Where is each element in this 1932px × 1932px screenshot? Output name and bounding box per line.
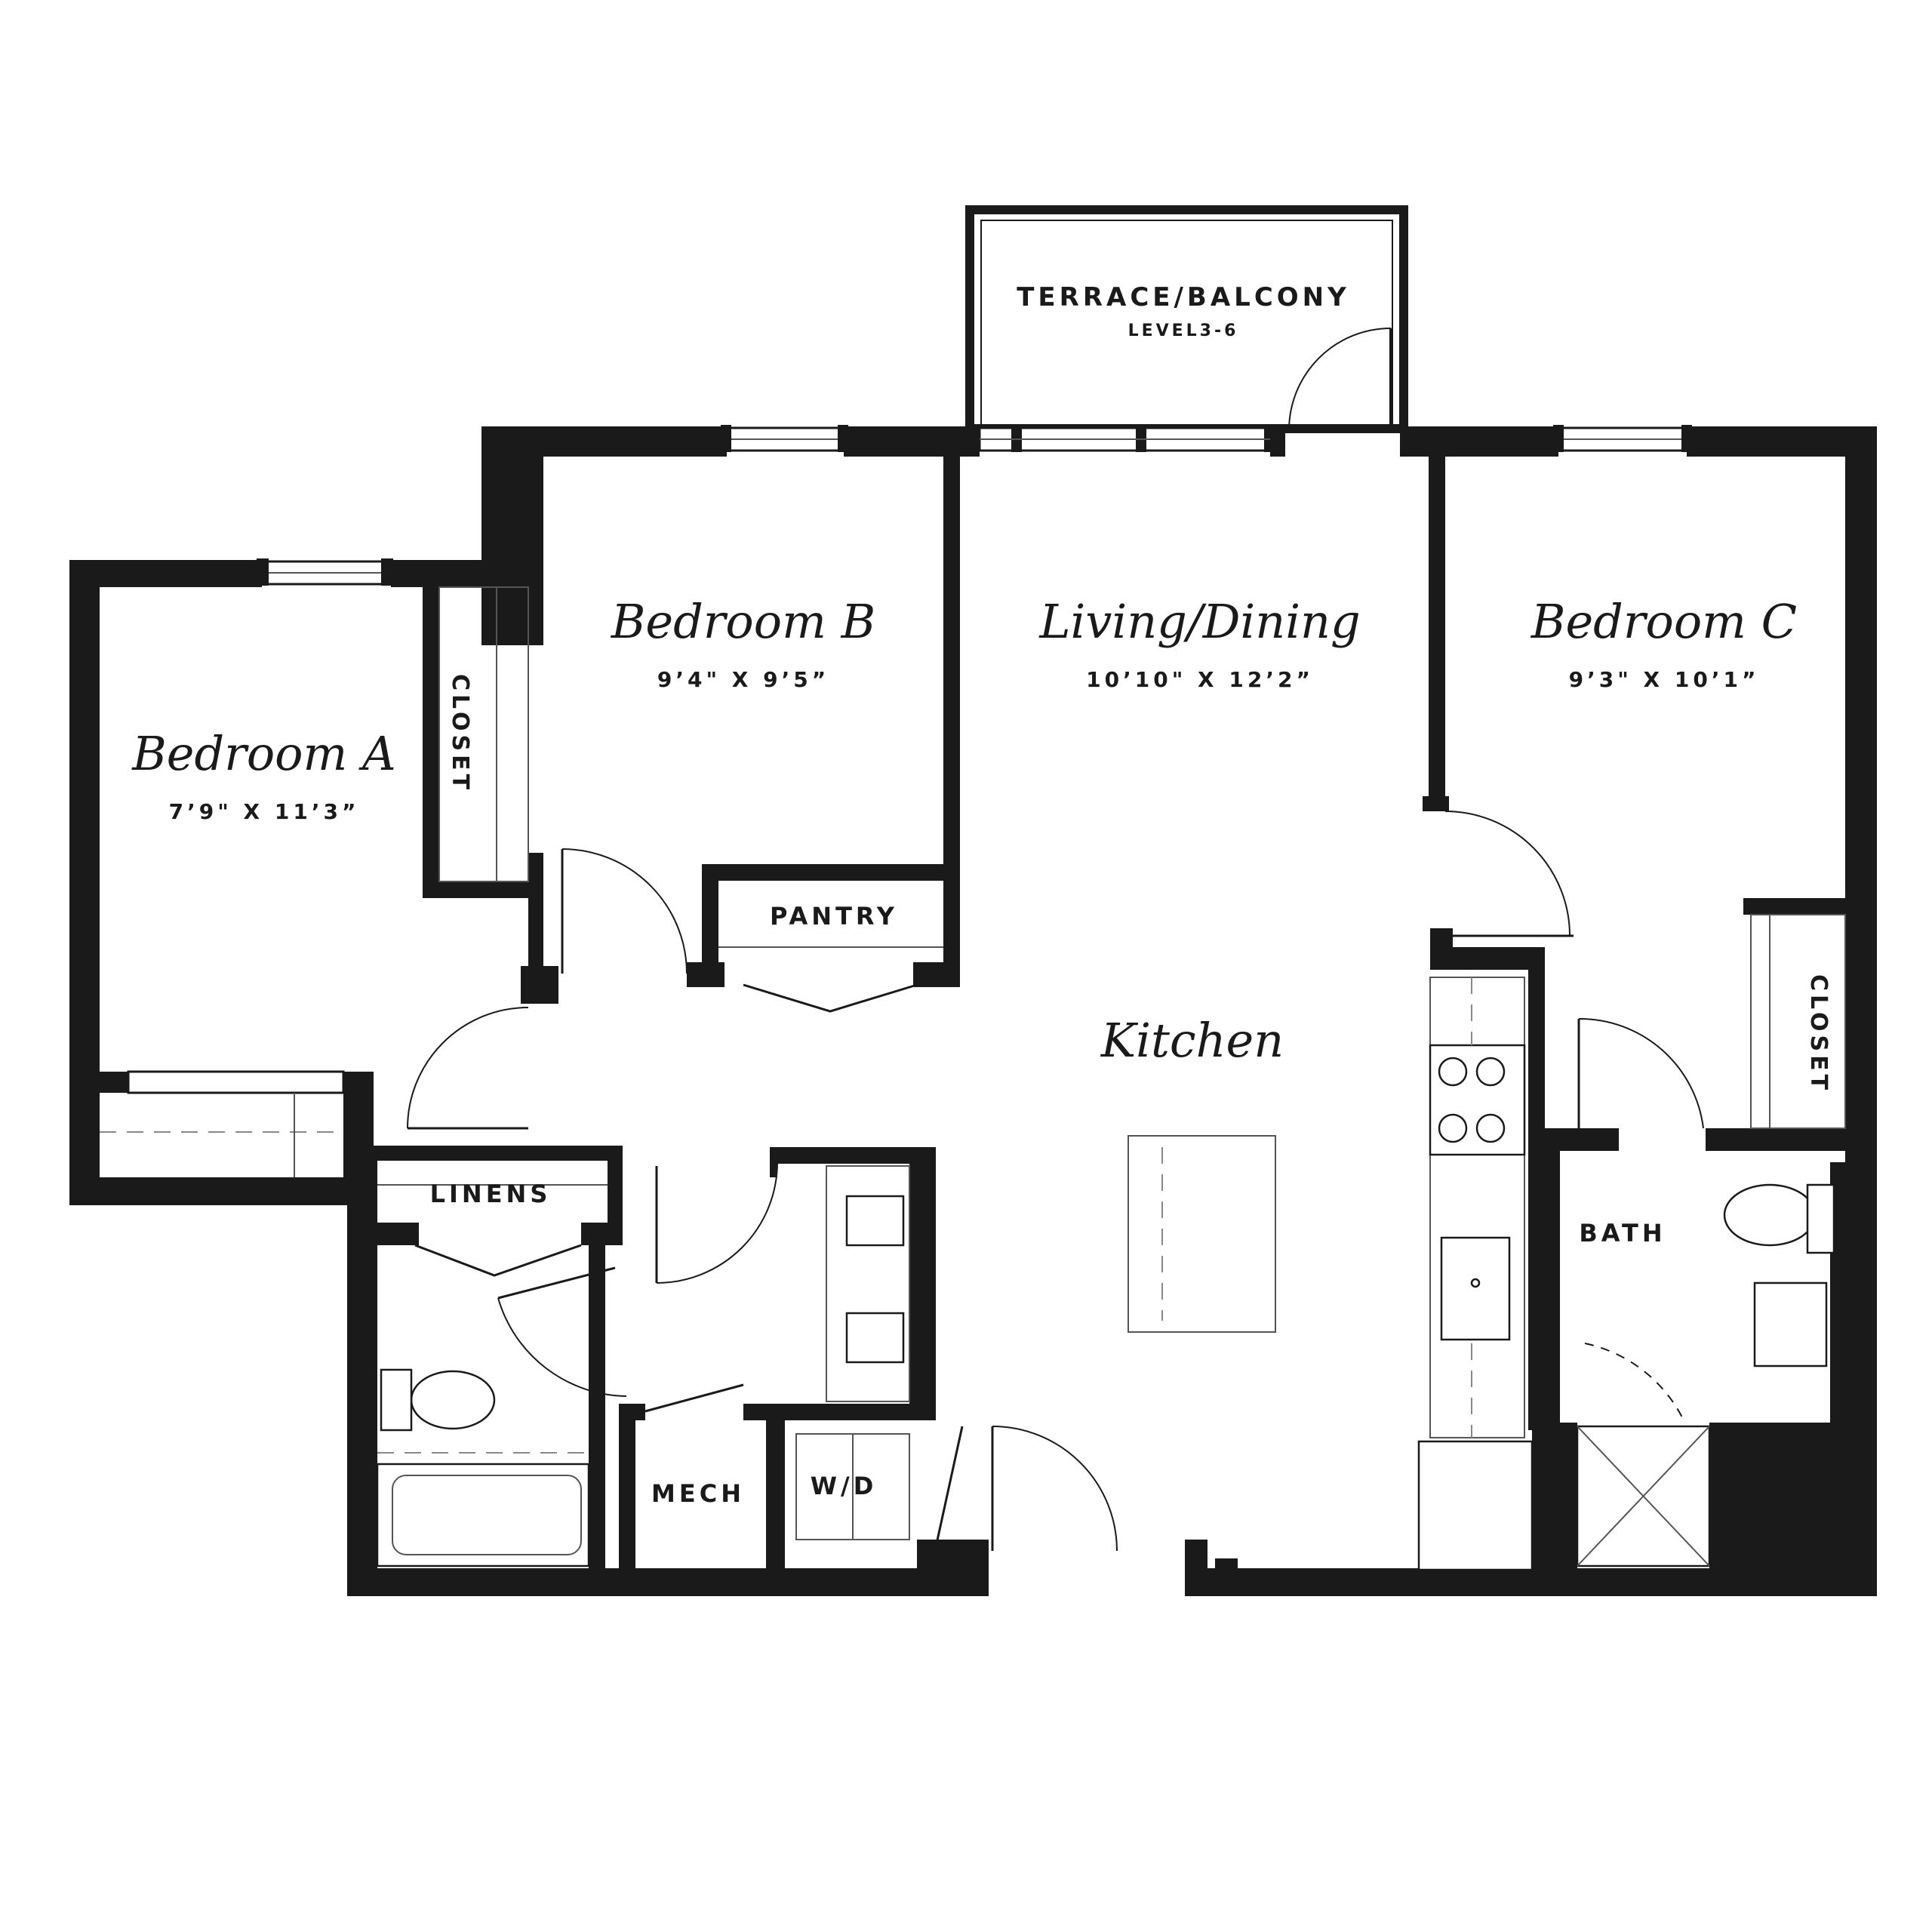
living-dining-name: Living/Dining xyxy=(1038,594,1360,649)
living-dining-dims: 10’10" X 12’2” xyxy=(1086,667,1314,692)
bedroom-a-dims: 7’9" X 11’3” xyxy=(169,799,360,824)
terrace-inner-line xyxy=(980,220,1393,426)
bedroom-c-name: Bedroom C xyxy=(1531,594,1797,649)
toilet-icon xyxy=(410,1370,496,1430)
refrigerator xyxy=(1417,1440,1534,1571)
room-labels: TERRACE/BALCONY LEVEL3-6 Bedroom A 7’9" … xyxy=(131,282,1832,1508)
walls xyxy=(69,426,1877,1596)
kitchen-name: Kitchen xyxy=(1100,1013,1284,1068)
bath-fixtures xyxy=(376,1165,1835,1567)
bedroom-a-name: Bedroom A xyxy=(131,726,396,781)
kitchen-sink xyxy=(1440,1236,1511,1341)
toilet-icon xyxy=(1723,1183,1817,1247)
bedroom-b-name: Bedroom B xyxy=(611,594,875,649)
mech-label: MECH xyxy=(651,1479,745,1508)
bathtub-icon xyxy=(376,1463,590,1567)
linens-label: LINENS xyxy=(430,1180,552,1208)
wd-label: W/D xyxy=(811,1472,878,1500)
sink-icon xyxy=(1753,1281,1828,1367)
burner-icon xyxy=(1475,1113,1506,1143)
sink-icon xyxy=(845,1195,905,1247)
windows xyxy=(127,425,1692,1094)
terrace-outline xyxy=(965,205,1408,433)
window-bedroom-a-bottom xyxy=(127,1070,345,1094)
burner-icon xyxy=(1475,1057,1506,1087)
kitchen-counter xyxy=(1429,977,1525,1438)
burner-icon xyxy=(1438,1113,1468,1143)
sink-icon xyxy=(845,1312,905,1364)
pantry-label: PANTRY xyxy=(770,902,898,931)
doors xyxy=(407,811,1704,1552)
closet-c-label: CLOSET xyxy=(1805,974,1832,1094)
burner-icon xyxy=(1438,1057,1468,1087)
bedroom-c-dims: 9’3" X 10’1” xyxy=(1569,667,1760,692)
fixtures-lines xyxy=(100,586,1846,1186)
terrace-door-swing xyxy=(1288,328,1392,431)
closet-a-label: CLOSET xyxy=(447,674,473,793)
terrace-label: TERRACE/BALCONY xyxy=(1017,282,1350,312)
bedroom-b-dims: 9’4" X 9’5” xyxy=(657,667,829,692)
kitchen-fixtures xyxy=(1128,977,1534,1571)
bath-label: BATH xyxy=(1579,1219,1666,1247)
kitchen-island xyxy=(1128,1135,1276,1333)
terrace-level-label: LEVEL3-6 xyxy=(1128,321,1239,340)
